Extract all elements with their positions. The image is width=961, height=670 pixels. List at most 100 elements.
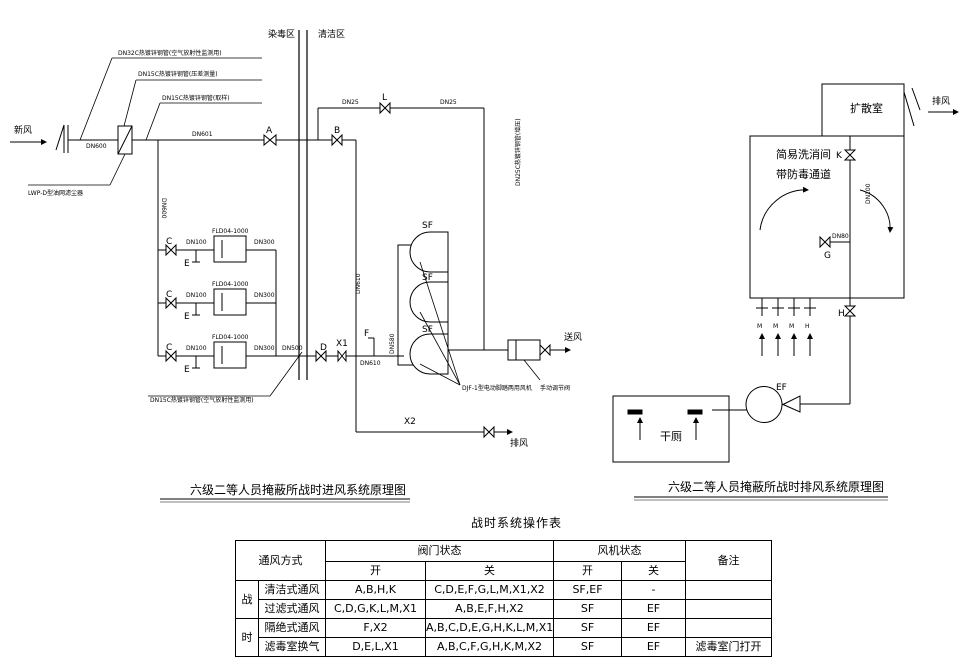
- row-note: [685, 599, 772, 619]
- valve-c-2: C: [166, 290, 172, 300]
- row-valve-open: C,D,G,K,L,M,X1: [325, 599, 426, 619]
- intake-valves: [165, 101, 551, 439]
- toilet-label: 干厕: [660, 430, 682, 443]
- row-note: 滤毒室门打开: [685, 637, 772, 657]
- head-valve-close: 关: [425, 561, 554, 581]
- row-valve-open: A,B,H,K: [325, 580, 426, 600]
- pipe-dn80-label: DN80: [832, 233, 849, 240]
- exhaust-dn100-label: DN100: [865, 183, 872, 204]
- row-fan-open: SF: [553, 637, 622, 657]
- pipe-dn610-label-2: DN610: [355, 273, 362, 294]
- operation-table: 通风方式 阀门状态 风机状态 备注 开 关 开 关 战 清洁式通风 A,B,H,…: [235, 540, 772, 657]
- filter-label-1: FLD04-1000: [212, 228, 249, 235]
- exhaust-out-label: 排风: [932, 95, 950, 107]
- fan-model-label: DJF-1型电动脚踏两用风机: [462, 384, 532, 392]
- pipe-dn25-label-2: DN25: [440, 99, 457, 106]
- side-label-2: 时: [235, 618, 259, 657]
- row-mode: 过滤式通风: [258, 599, 326, 619]
- pipe-dn601-label: DN601: [192, 131, 213, 138]
- row-mode: 清洁式通风: [258, 580, 326, 600]
- row-fan-open: SF,EF: [553, 580, 622, 600]
- valve-f: F: [364, 329, 369, 339]
- intake-piping: [10, 107, 571, 435]
- valve-e-2: E: [184, 312, 190, 322]
- head-valve: 阀门状态: [325, 540, 554, 562]
- valve-g: G: [824, 251, 831, 261]
- head-mode: 通风方式: [235, 540, 326, 581]
- row-mode: 隔绝式通风: [258, 618, 326, 638]
- table-row: 过滤式通风 C,D,G,K,L,M,X1 A,B,E,F,H,X2 SF EF: [236, 599, 772, 619]
- pipe-dn600-label: DN600: [86, 143, 107, 150]
- supply-air-label: 送风: [564, 331, 582, 343]
- pipe-dn100-label-3: DN100: [186, 345, 207, 352]
- row-fan-open: SF: [553, 618, 622, 638]
- intake-title: 六级二等人员掩蔽所战时进风系统原理图: [190, 483, 406, 497]
- head-valve-open: 开: [325, 561, 426, 581]
- pipe-dn100-label-1: DN100: [186, 239, 207, 246]
- table-row: 滤毒室换气 D,E,L,X1 A,B,C,F,G,H,K,M,X2 SF EF …: [236, 637, 772, 657]
- note-3: DN15C热镀锌钢管(取样): [162, 94, 230, 102]
- table-row: 时 隔绝式通风 F,X2 A,B,C,D,E,G,H,K,L,M,X1 SF E…: [235, 618, 772, 657]
- fan-sf-2: SF: [422, 273, 433, 283]
- zone-divider: [298, 30, 308, 380]
- valve-x2: X2: [404, 417, 416, 427]
- pipe-dn300-label-1: DN300: [254, 239, 275, 246]
- valve-b: B: [334, 126, 340, 136]
- row-valve-close: A,B,E,F,H,X2: [425, 599, 554, 619]
- row-valve-close: A,B,C,D,E,G,H,K,L,M,X1: [425, 618, 554, 638]
- room-text-1: 简易洗消间: [776, 147, 831, 161]
- room-text-2: 带防毒通道: [776, 167, 831, 181]
- note-2: DN15C热镀锌钢管(压差测量): [138, 70, 218, 78]
- row-valve-open: D,E,L,X1: [325, 637, 426, 657]
- valve-e-3: E: [184, 365, 190, 375]
- row-mode: 滤毒室换气: [258, 637, 326, 657]
- valve-m-3: M: [789, 323, 794, 330]
- pipe-dn500-label: DN500: [282, 345, 303, 352]
- head-note: 备注: [685, 540, 772, 581]
- head-fan: 风机状态: [553, 540, 686, 562]
- fan-ef-label: EF: [776, 383, 787, 393]
- valve-h: H: [838, 309, 845, 319]
- note-leaders: [28, 57, 541, 397]
- exhaust-valves: [745, 149, 857, 423]
- head-fan-open: 开: [553, 561, 622, 581]
- note-5: DN25C热镀锌钢管(增压): [514, 118, 522, 186]
- exhaust-title: 六级二等人员掩蔽所战时排风系统原理图: [668, 480, 884, 494]
- fan-note-label: 手动调节阀: [540, 384, 570, 392]
- valve-c-3: C: [166, 343, 172, 353]
- exhaust-piping: [612, 83, 959, 463]
- fan-sf-3: SF: [422, 325, 433, 335]
- valve-x1: X1: [336, 339, 348, 349]
- valve-h-2: H: [805, 323, 810, 330]
- pipe-dn580-label: DN580: [389, 333, 396, 354]
- head-fan-close: 关: [621, 561, 686, 581]
- pipe-dn25-label-1: DN25: [342, 99, 359, 106]
- pipe-dn300-label-3: DN300: [254, 345, 275, 352]
- row-valve-close: A,B,C,F,G,H,K,M,X2: [425, 637, 554, 657]
- intake-fans: [409, 231, 449, 375]
- pipe-dn100-label-2: DN100: [186, 292, 207, 299]
- note-4: DN15C热镀锌钢管(空气放射性监测用): [150, 396, 254, 404]
- contaminated-zone-label: 染毒区: [268, 28, 295, 40]
- filter-label-2: FLD04-1000: [212, 281, 249, 288]
- side-label-1: 战: [235, 580, 259, 619]
- exhaust-air-label: 排风: [510, 437, 528, 449]
- valve-k: K: [836, 151, 843, 161]
- row-fan-close: EF: [621, 618, 686, 638]
- clean-zone-label: 清洁区: [318, 28, 345, 40]
- expansion-room-label: 扩散室: [850, 101, 883, 115]
- filter-model: LWP-D型油网滤尘器: [28, 189, 83, 197]
- table-row: 战 清洁式通风 A,B,H,K C,D,E,F,G,L,M,X1,X2 SF,E…: [235, 580, 772, 619]
- valve-l: L: [382, 93, 387, 103]
- row-note: [685, 580, 772, 600]
- row-fan-close: EF: [621, 599, 686, 619]
- valve-d: D: [320, 343, 327, 353]
- fan-sf-1: SF: [422, 221, 433, 231]
- row-fan-open: SF: [553, 599, 622, 619]
- fresh-air-label: 新风: [14, 124, 32, 136]
- row-fan-close: EF: [621, 637, 686, 657]
- row-valve-open: F,X2: [325, 618, 426, 638]
- note-1: DN32C热镀锌钢管(空气放射性监测用): [118, 49, 222, 57]
- valve-a: A: [266, 126, 273, 136]
